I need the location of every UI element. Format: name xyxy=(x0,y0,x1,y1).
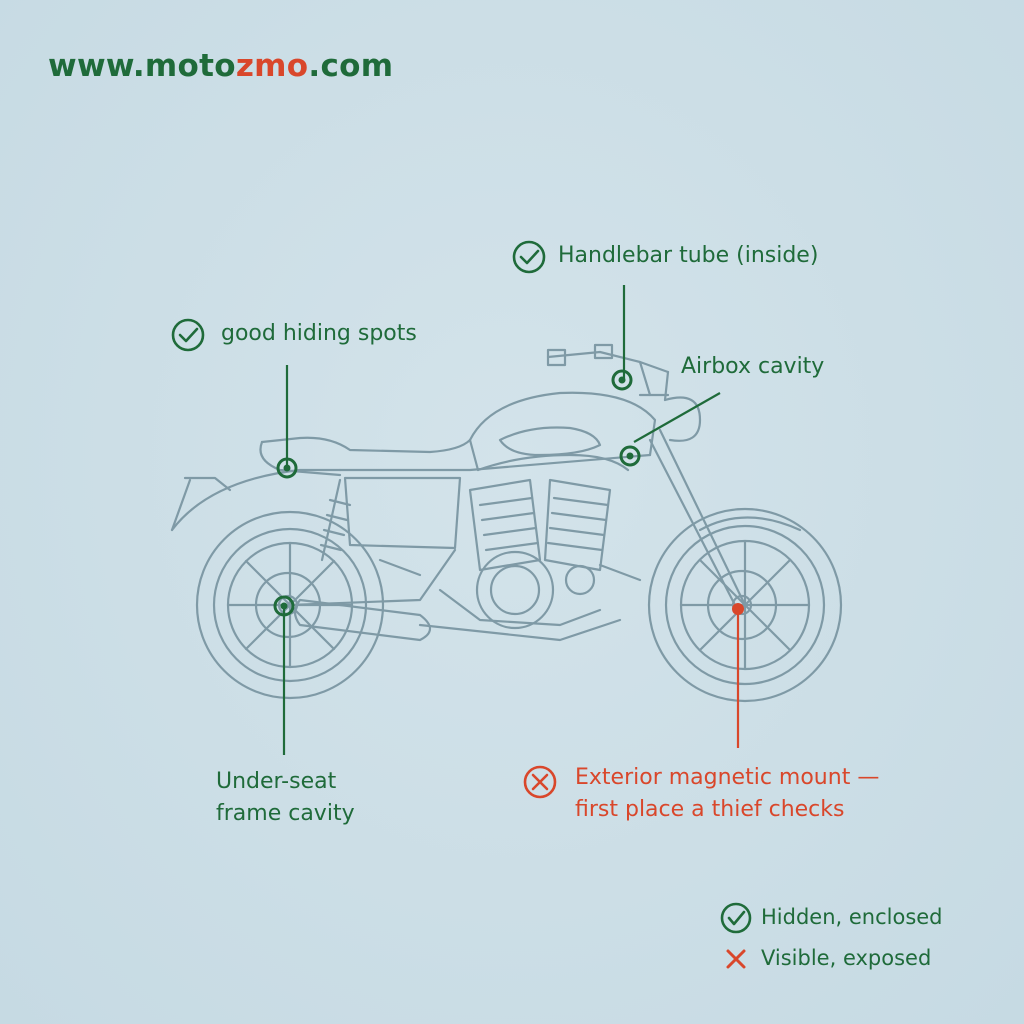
legend-x-icon xyxy=(726,949,746,969)
callout-exterior-line2: first place a thief checks xyxy=(575,797,845,822)
callout-underseat-line2: frame cavity xyxy=(216,801,355,826)
callout-exterior-line1: Exterior magnetic mount — xyxy=(575,765,880,790)
callout-lines xyxy=(282,285,740,755)
callout-handlebar-label: Handlebar tube (inside) xyxy=(558,243,819,268)
callout-good-label: good hiding spots xyxy=(221,321,417,346)
legend-hidden-label: Hidden, enclosed xyxy=(761,905,943,929)
check-circle-icon xyxy=(171,318,205,352)
legend-visible-label: Visible, exposed xyxy=(761,946,932,970)
marker-exterior xyxy=(732,603,744,615)
legend-check-circle-icon xyxy=(720,902,752,934)
callout-underseat-line1: Under-seat xyxy=(216,769,337,794)
logo-prefix: www.moto xyxy=(48,48,236,84)
site-logo[interactable]: www.motozmo.com xyxy=(48,48,393,84)
check-circle-icon xyxy=(512,240,546,274)
motorcycle-line-art xyxy=(170,343,843,703)
logo-accent: zmo xyxy=(235,48,309,84)
callout-airbox-label: Airbox cavity xyxy=(681,354,825,379)
x-circle-icon xyxy=(523,765,557,799)
marker-underseat-wheel xyxy=(273,595,295,617)
marker-handlebar xyxy=(611,369,633,391)
logo-suffix: .com xyxy=(308,48,394,84)
marker-airbox xyxy=(619,445,641,467)
marker-underseat-top xyxy=(276,457,298,479)
